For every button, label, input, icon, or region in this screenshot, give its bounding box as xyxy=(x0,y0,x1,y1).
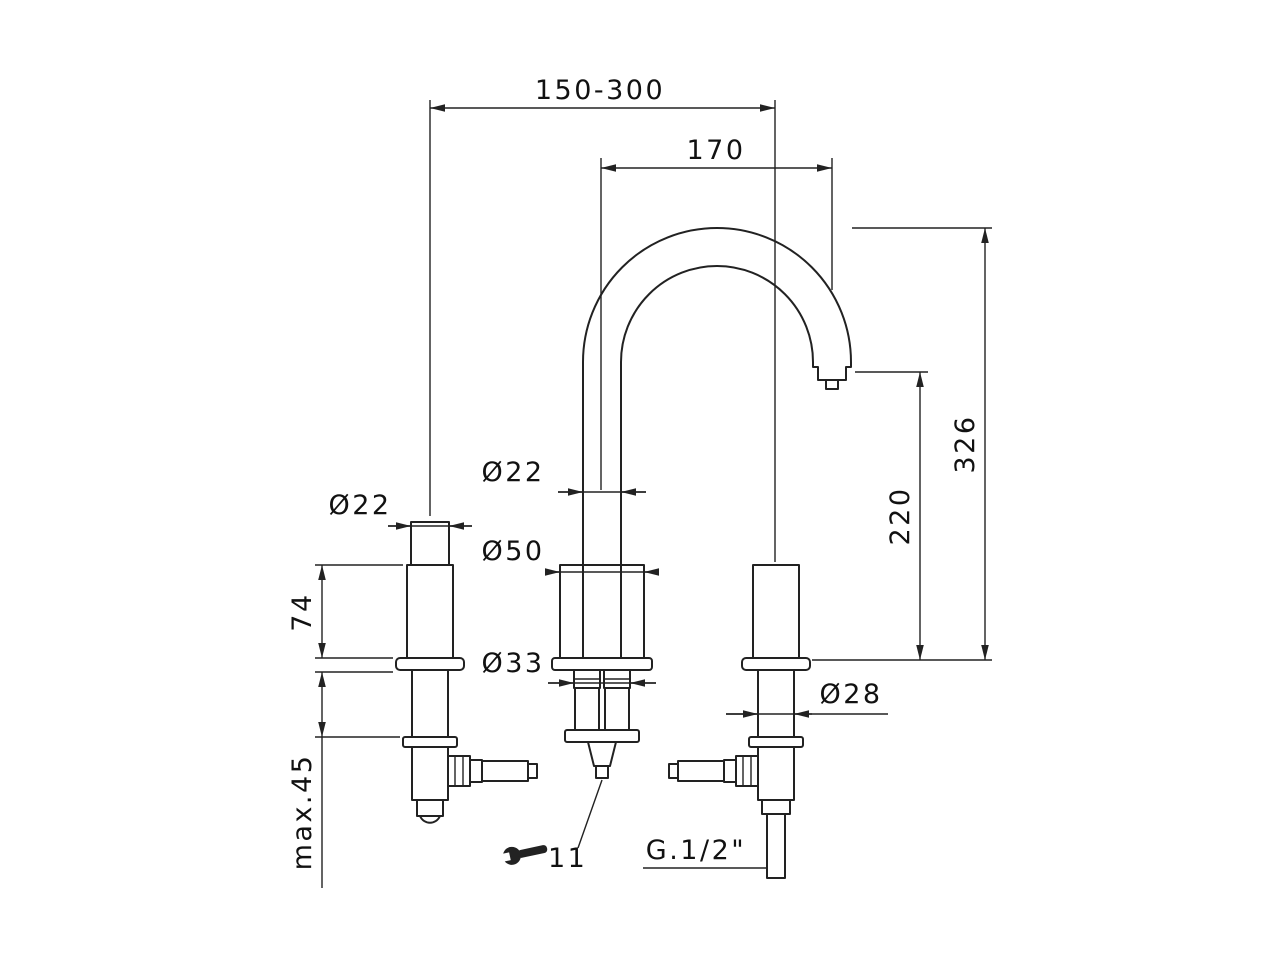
dim-spout-reach: 170 xyxy=(600,135,833,490)
left-valve-bottom-dome xyxy=(419,815,441,824)
spout-gooseneck-outline xyxy=(582,227,852,566)
callout-wrench-size: 11 xyxy=(497,779,603,874)
inlet-thread-label: G.1/2" xyxy=(646,835,746,866)
callout-inlet-thread: G.1/2" xyxy=(643,835,767,869)
dim-center-shank-diameter-label: Ø33 xyxy=(481,648,544,679)
dim-outlet-height-label: 220 xyxy=(885,486,916,545)
tail-stud xyxy=(595,765,609,779)
dim-body-diameter: Ø50 xyxy=(481,536,659,576)
wrench-icon xyxy=(497,845,548,865)
dim-spout-tube-diameter-label: Ø22 xyxy=(481,457,544,488)
dim-grip-height: 74 xyxy=(287,564,403,659)
dim-outlet-height: 220 xyxy=(855,371,928,660)
dim-grip-height-label: 74 xyxy=(287,592,318,631)
dim-right-shank-diameter-label: Ø28 xyxy=(819,679,882,710)
dim-spout-reach-label: 170 xyxy=(686,135,745,166)
right-side-outlet xyxy=(668,755,759,787)
wrench-size-label: 11 xyxy=(548,843,587,874)
dim-body-diameter-label: Ø50 xyxy=(481,536,544,567)
dim-spread-label: 150-300 xyxy=(535,75,665,106)
dim-spread: 150-300 xyxy=(429,75,776,562)
dim-max-mounting-thickness: max.45 xyxy=(287,671,400,888)
dim-right-shank-diameter: Ø28 xyxy=(726,679,888,718)
spout-underdeck-valves xyxy=(564,669,640,779)
spout-deck-flange xyxy=(551,657,653,671)
left-handle-assembly xyxy=(395,521,538,824)
left-valve-bottom xyxy=(416,799,444,817)
dim-handle-diameter-label: Ø22 xyxy=(328,490,391,521)
dim-total-height: 326 xyxy=(812,227,992,661)
spout-tube-through-body xyxy=(582,564,622,659)
dim-handle-diameter: Ø22 xyxy=(328,490,472,530)
dimension-lines: 150-300 170 326 220 Ø22 xyxy=(287,75,992,888)
dim-spout-tube-diameter: Ø22 xyxy=(481,457,646,496)
spout-assembly xyxy=(551,227,852,779)
right-inlet-tailpiece xyxy=(766,813,786,879)
dim-center-shank-diameter: Ø33 xyxy=(481,648,656,687)
dim-max-mounting-thickness-label: max.45 xyxy=(287,754,318,871)
threaded-tail xyxy=(587,741,617,767)
left-side-outlet xyxy=(447,755,538,787)
dim-total-height-label: 326 xyxy=(950,414,981,473)
right-handle-assembly xyxy=(668,564,811,879)
spout-aerator-tip xyxy=(825,379,839,390)
